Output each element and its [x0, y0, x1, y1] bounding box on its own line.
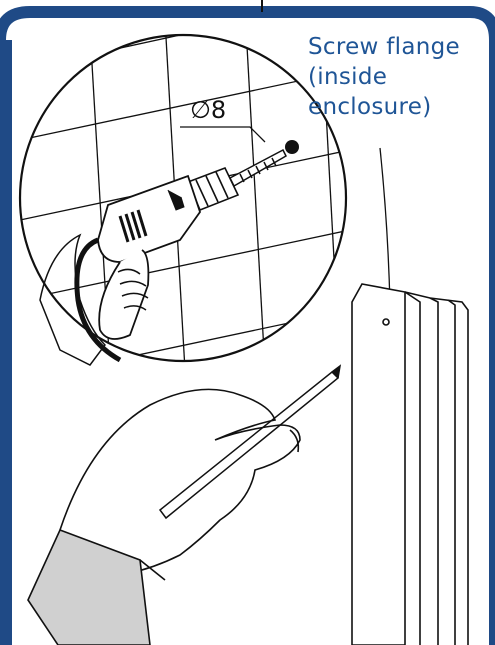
drill-bit-diameter-label: ∅8 — [190, 96, 226, 124]
wall-profile — [352, 284, 468, 645]
screw-flange-callout: Screw flange (inside enclosure) — [308, 32, 460, 122]
hand-holding-pencil — [28, 389, 300, 645]
callout-leader — [380, 148, 390, 305]
pencil — [160, 366, 340, 518]
callout-line-1: Screw flange — [308, 32, 460, 62]
drill-bit — [230, 150, 286, 186]
drill-hole — [285, 140, 299, 154]
callout-line-2: (inside — [308, 62, 460, 92]
callout-line-3: enclosure) — [308, 92, 460, 122]
